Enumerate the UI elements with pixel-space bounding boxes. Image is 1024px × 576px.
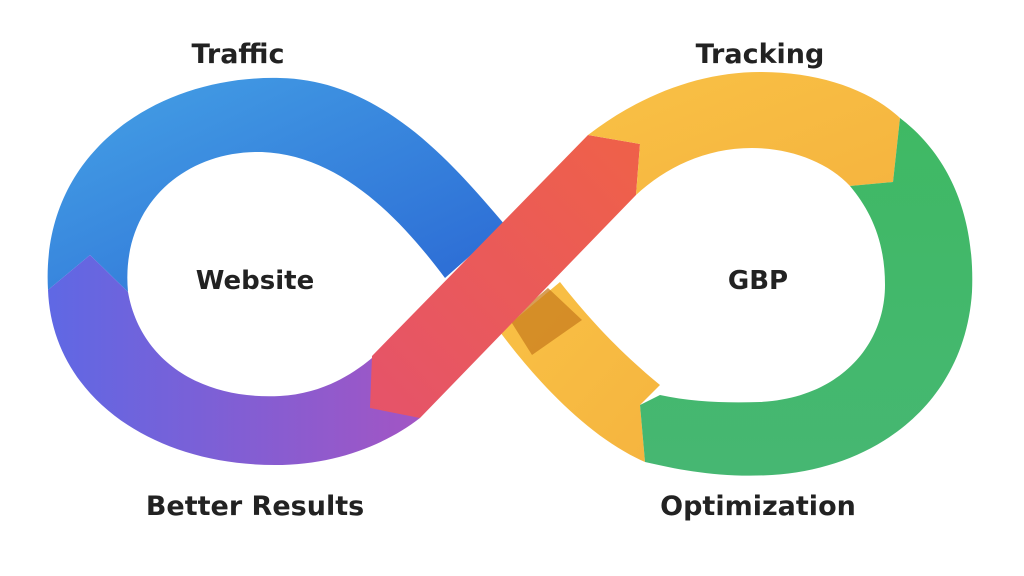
blue-segment [47,77,505,292]
label-traffic: Traffic [191,39,284,70]
red-arrow [370,135,640,418]
label-gbp: GBP [728,266,788,296]
green-segment [640,118,973,476]
label-optimization: Optimization [660,491,856,522]
label-better-results: Better Results [146,491,364,522]
label-website: Website [196,266,314,296]
purple-segment [48,255,420,465]
yellow-shadow [510,288,582,355]
label-tracking: Tracking [696,39,825,70]
yellow-upper-segment [588,72,900,195]
